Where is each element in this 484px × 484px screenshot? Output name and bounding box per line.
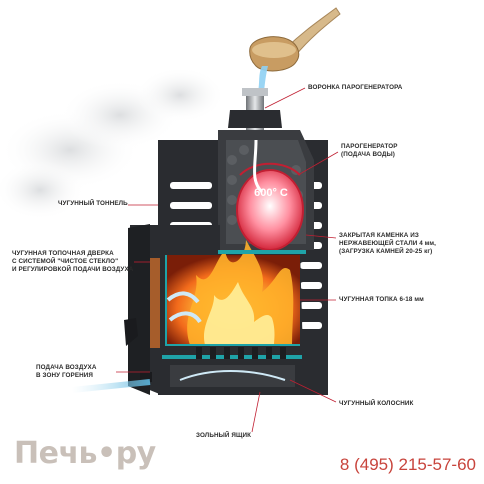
label-door: ЧУГУННАЯ ТОПОЧНАЯ ДВЕРКА С СИСТЕМОЙ "ЧИС…	[12, 250, 134, 273]
label-tunnel: ЧУГУННЫЙ ТОННЕЛЬ	[58, 200, 128, 207]
brand-logo: Печь•ру	[14, 436, 156, 471]
stove-body	[130, 225, 306, 395]
leader-lines	[116, 87, 339, 433]
label-firebox: ЧУГУННАЯ ТОПКА 6-18 мм	[339, 296, 424, 303]
phone-number: 8 (495) 215-57-60	[339, 455, 476, 474]
label-ash-box: ЗОЛЬНЫЙ ЯЩИК	[196, 432, 252, 439]
label-heater: ЗАКРЫТАЯ КАМЕНКА ИЗ НЕРЖАВЕЮЩЕЙ СТАЛИ 4 …	[339, 232, 437, 255]
steam-cloud	[0, 67, 225, 220]
grate	[196, 347, 286, 359]
firebox-door	[124, 224, 160, 395]
stone-heater	[218, 130, 314, 251]
label-air-supply: ПОДАЧА ВОЗДУХА В ЗОНУ ГОРЕНИЯ	[36, 364, 97, 379]
ash-box	[170, 365, 295, 387]
label-grate: ЧУГУННЫЙ КОЛОСНИК	[339, 400, 414, 407]
label-steam-generator: ПАРОГЕНЕРАТОР (ПОДАЧА ВОДЫ)	[341, 143, 398, 158]
label-funnel: ВОРОНКА ПАРОГЕНЕРАТОРА	[308, 84, 403, 91]
ladle-icon	[249, 7, 341, 72]
air-flow-arrows	[71, 291, 202, 393]
temperature-label: 600° C	[254, 187, 288, 199]
steam-generator-funnel	[228, 88, 282, 142]
water-stream	[258, 66, 268, 92]
